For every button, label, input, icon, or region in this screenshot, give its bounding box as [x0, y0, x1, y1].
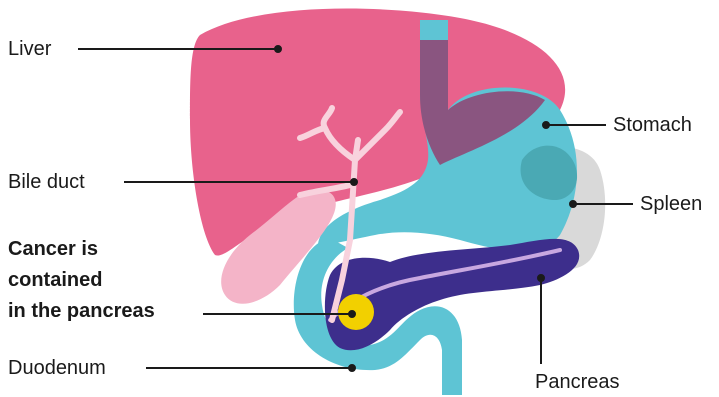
label-stomach: Stomach: [613, 113, 692, 137]
leader-cancer-dot: [349, 311, 355, 317]
leader-bile-duct-dot: [351, 179, 357, 185]
label-cancer-contained: Cancer is contained in the pancreas: [8, 234, 155, 327]
label-pancreas: Pancreas: [535, 370, 620, 394]
label-bile-duct: Bile duct: [8, 170, 85, 194]
label-duodenum: Duodenum: [8, 356, 106, 380]
leader-liver-dot: [275, 46, 281, 52]
label-liver: Liver: [8, 37, 51, 61]
leader-pancreas-dot: [538, 275, 544, 281]
esophagus: [420, 20, 448, 40]
tumor: [338, 294, 374, 330]
label-cancer-line-2: contained: [8, 265, 155, 296]
leader-stomach-dot: [543, 122, 549, 128]
label-cancer-line-3: in the pancreas: [8, 296, 155, 327]
label-cancer-line-1: Cancer is: [8, 234, 155, 265]
leader-duodenum-dot: [349, 365, 355, 371]
leader-spleen-dot: [570, 201, 576, 207]
label-spleen: Spleen: [640, 192, 702, 216]
